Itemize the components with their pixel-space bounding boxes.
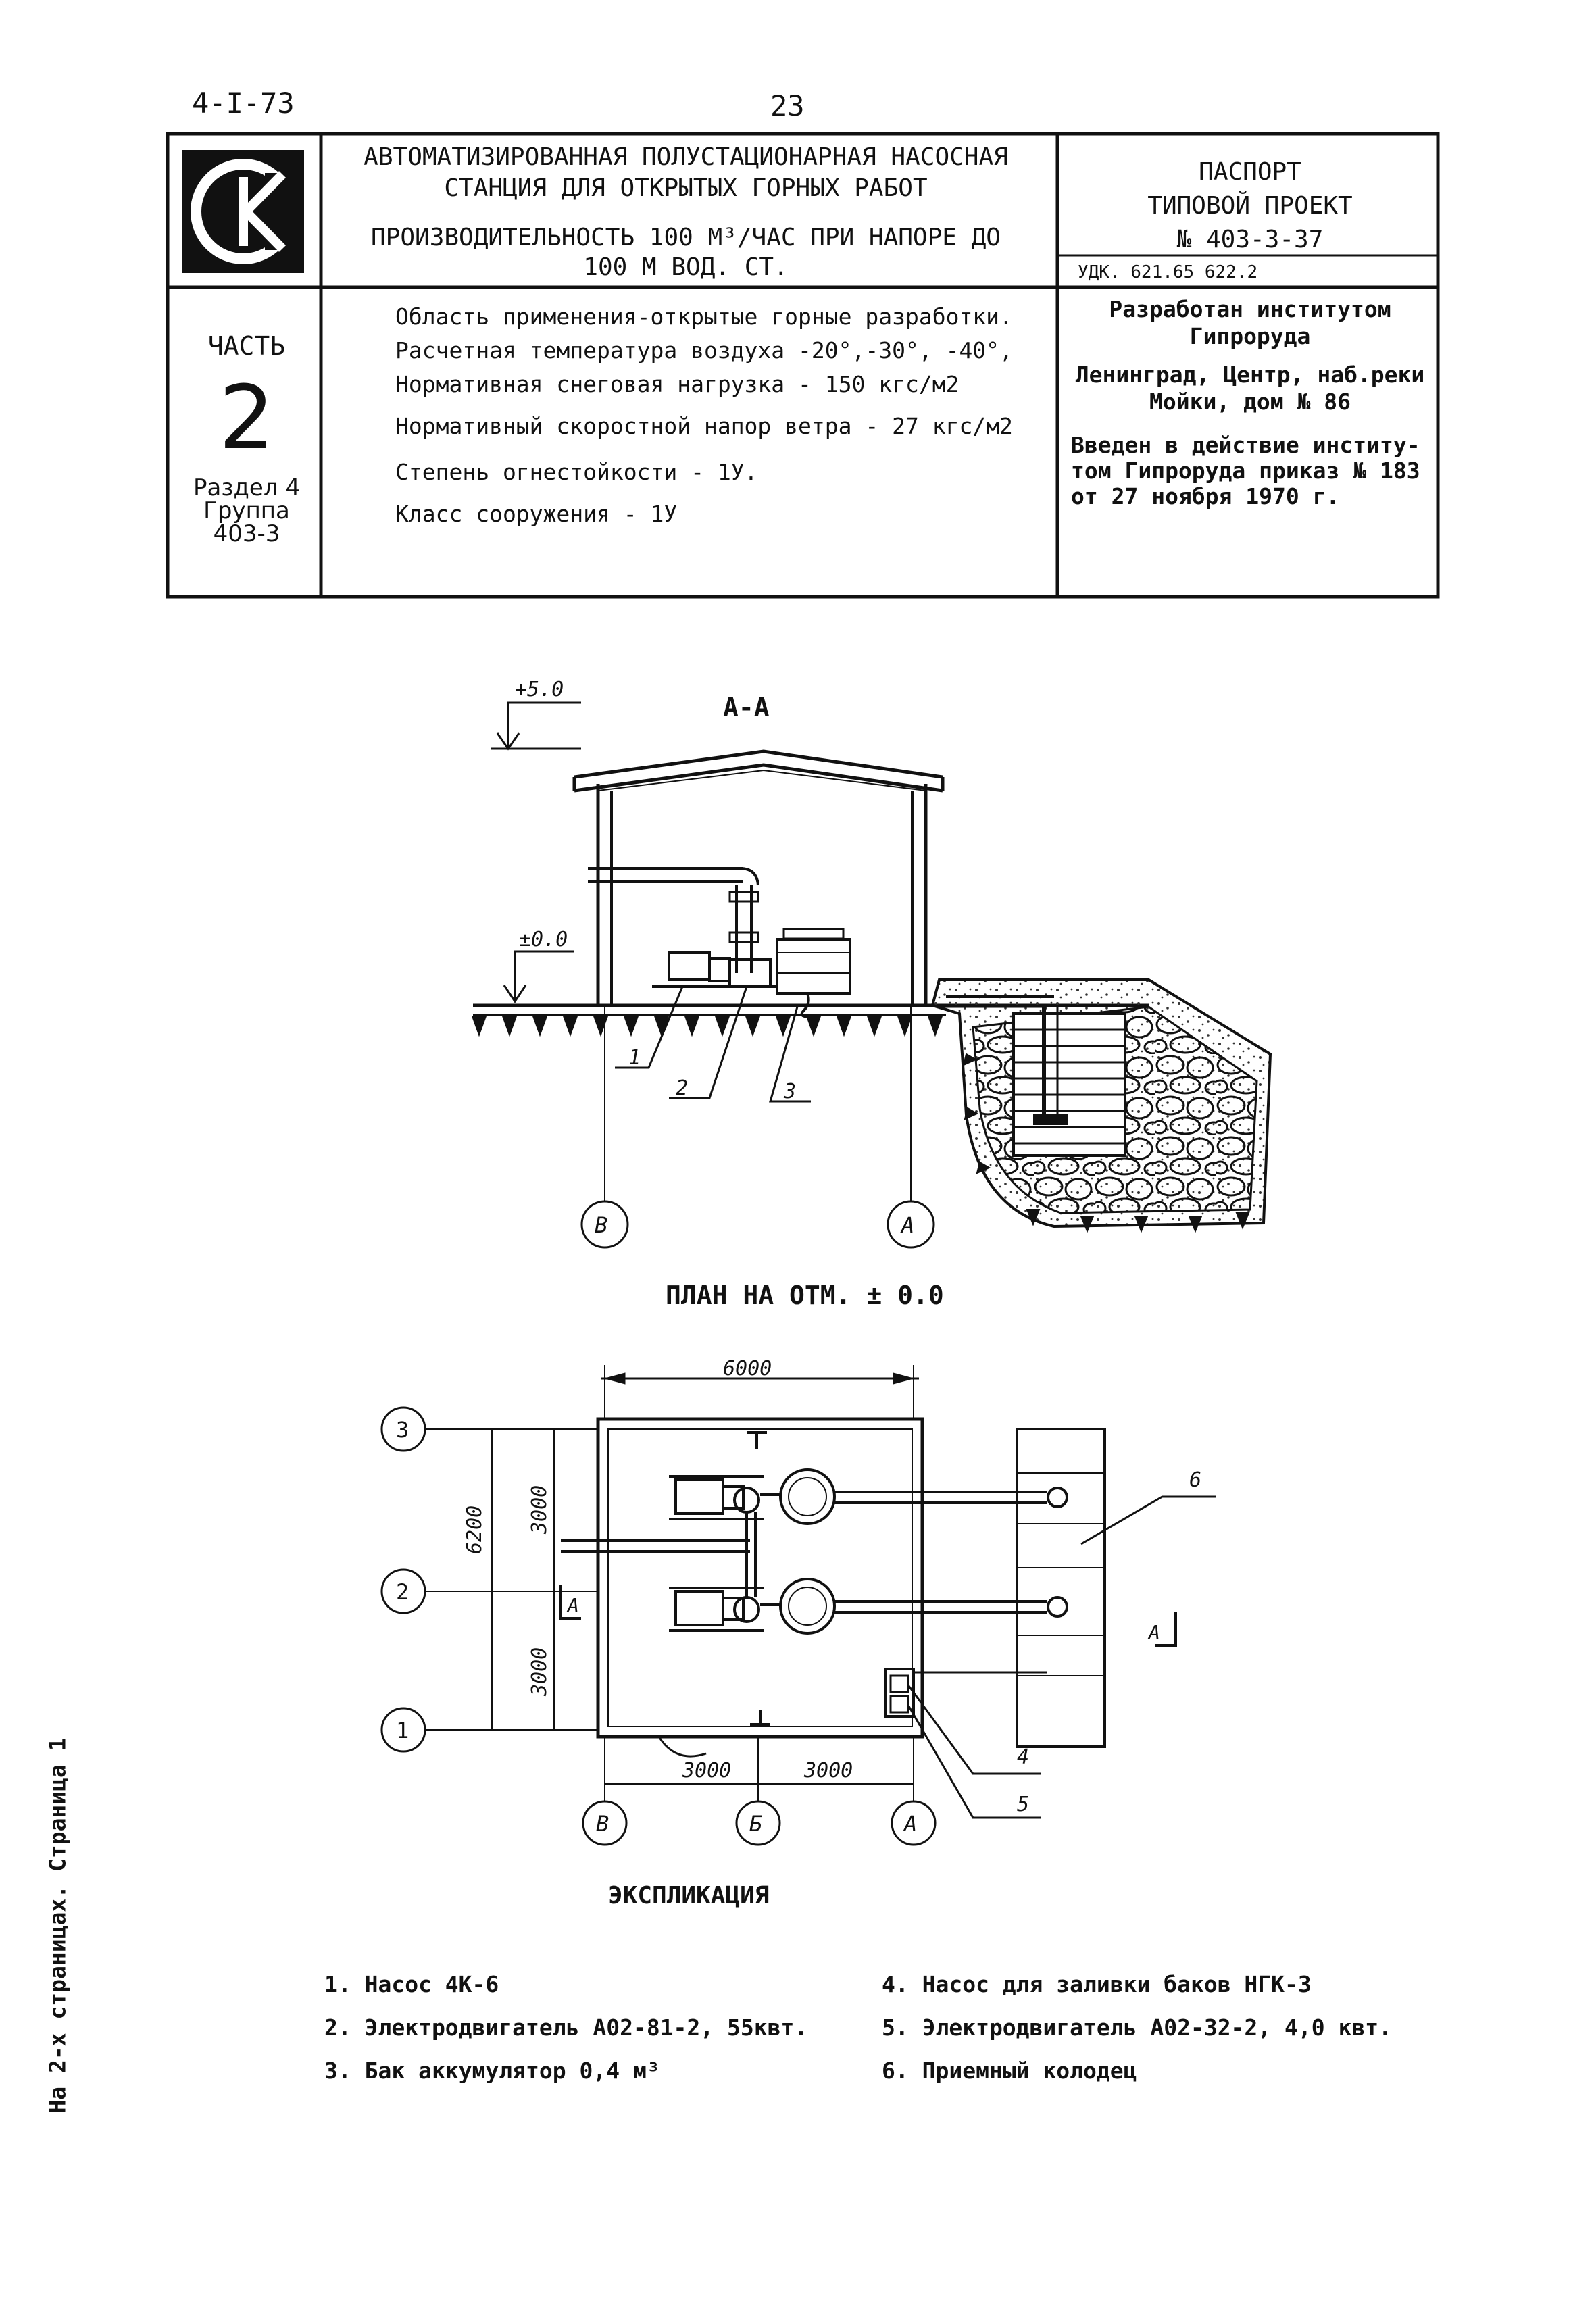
elevation-zero: ±0.0: [519, 928, 568, 951]
leader-3: 3: [783, 1080, 796, 1103]
section-mark-left: А: [566, 1594, 579, 1616]
section-mark-right: А: [1147, 1621, 1160, 1643]
spec-line: Нормативная снеговая нагрузка - 150 кгс/…: [395, 371, 959, 397]
dim-half-top: 3000: [528, 1485, 551, 1535]
specs-list: Область применения-открытые горные разра…: [395, 300, 1013, 531]
intro-line-3: от 27 ноября 1970 г.: [1071, 483, 1340, 509]
dim-bottom-left: 3000: [682, 1759, 731, 1783]
plan-title: ПЛАН НА ОТМ. ± 0.0: [666, 1280, 944, 1310]
udk-code: УДК. 621.65 622.2: [1078, 262, 1258, 282]
dim-half-bottom: 3000: [528, 1647, 551, 1697]
address-block: Ленинград, Центр, наб.реки Мойки, дом № …: [1061, 362, 1439, 416]
row-axis-3: 3: [396, 1417, 409, 1443]
legend-item: 1. Насос 4К-6: [324, 1971, 499, 1997]
dim-height: 6200: [463, 1505, 487, 1554]
passport-block: ПАСПОРТ ТИПОВОЙ ПРОЕКТ № 403-3-37: [1061, 155, 1439, 257]
elevation-top: +5.0: [515, 678, 564, 701]
spec-line: Нормативный скоростной напор ветра - 27 …: [395, 413, 1013, 439]
leader-1: 1: [628, 1046, 641, 1070]
section-label: Раздел 4: [193, 474, 300, 501]
section-view: А-А +5.0: [471, 678, 1272, 1249]
legend-item: 3. Бак аккумулятор 0,4 м³: [324, 2058, 660, 2084]
row-axis-2: 2: [396, 1579, 409, 1605]
group-number: 403-3: [213, 520, 280, 547]
row-axis-1: 1: [396, 1718, 409, 1743]
passport-label: ПАСПОРТ: [1199, 158, 1301, 186]
leader-4: 4: [1017, 1745, 1029, 1769]
developer-block: Разработан институтом Гипроруда: [1061, 296, 1439, 350]
intro-line-2: том Гипроруда приказ № 183: [1071, 457, 1420, 484]
legend-title: ЭКСПЛИКАЦИЯ: [608, 1882, 770, 1910]
part-label: ЧАСТЬ: [207, 331, 286, 361]
passport-number: № 403-3-37: [1176, 226, 1324, 253]
group-label: Группа: [203, 497, 290, 524]
title-line-1: АВТОМАТИЗИРОВАННАЯ ПОЛУСТАЦИОНАРНАЯ НАСО…: [364, 143, 1008, 171]
spec-line: Расчетная температура воздуха -20°,-30°,…: [395, 337, 1013, 364]
developer-line-2: Гипроруда: [1189, 323, 1311, 349]
developer-line-1: Разработан институтом: [1109, 296, 1391, 322]
well-hatching: [962, 1053, 1250, 1233]
legend-item: 2. Электродвигатель А02-81-2, 55квт.: [324, 2014, 808, 2041]
pump-unit-upper: [669, 1468, 1068, 1525]
legend-left: 1. Насос 4К-6 2. Электродвигатель А02-81…: [324, 1963, 807, 2093]
leader-2: 2: [676, 1076, 688, 1100]
section-axis-v: В: [595, 1212, 607, 1238]
intro-line-1: Введен в действие институ-: [1071, 432, 1420, 458]
side-note: На 2-х страницах. Страница 1: [44, 1737, 71, 2114]
spec-line: Класс сооружения - 1У: [395, 501, 678, 527]
sheet-code: 4-I-73: [192, 86, 295, 120]
title-block-title: АВТОМАТИЗИРОВАННАЯ ПОЛУСТАЦИОНАРНАЯ НАСО…: [324, 142, 1047, 204]
spec-line: Область применения-открытые горные разра…: [395, 303, 1013, 330]
col-axis-b: Б: [749, 1811, 762, 1837]
leader-6: 6: [1189, 1468, 1201, 1492]
title-block-subtitle: ПРОИЗВОДИТЕЛЬНОСТЬ 100 М³/ЧАС ПРИ НАПОРЕ…: [324, 223, 1047, 282]
dim-bottom-right: 3000: [803, 1759, 853, 1783]
legend-item: 6. Приемный колодец: [882, 2058, 1137, 2084]
title-block-frame: [166, 132, 1440, 599]
dim-total: 6000: [723, 1357, 772, 1380]
subtitle-line-1: ПРОИЗВОДИТЕЛЬНОСТЬ 100 М³/ЧАС ПРИ НАПОРЕ…: [371, 224, 1001, 251]
address-line-1: Ленинград, Центр, наб.реки: [1075, 362, 1425, 388]
section-title: А-А: [723, 693, 770, 722]
ground-hatching: [471, 1016, 943, 1037]
logo: [182, 150, 304, 273]
title-line-2: СТАНЦИЯ ДЛЯ ОТКРЫТЫХ ГОРНЫХ РАБОТ: [444, 174, 928, 202]
legend-item: 5. Электродвигатель А02-32-2, 4,0 квт.: [882, 2014, 1392, 2041]
page-number: 23: [770, 89, 805, 122]
section-axis-a: А: [900, 1212, 914, 1238]
legend-right: 4. Насос для заливки баков НГК-3 5. Элек…: [882, 1963, 1392, 2093]
col-axis-a: А: [903, 1811, 917, 1837]
introduction-block: Введен в действие институ- том Гипроруда…: [1071, 432, 1449, 509]
part-number: 2: [218, 366, 275, 469]
address-line-2: Мойки, дом № 86: [1149, 389, 1351, 415]
pump-unit-lower: [669, 1578, 1068, 1635]
col-axis-v: В: [596, 1811, 609, 1837]
legend-item: 4. Насос для заливки баков НГК-3: [882, 1971, 1312, 1997]
leader-5: 5: [1017, 1793, 1029, 1816]
section-group: Раздел 4 Группа 403-3: [169, 476, 324, 545]
spec-line: Степень огнестойкости - 1У.: [395, 459, 758, 485]
subtitle-line-2: 100 М ВОД. СТ.: [583, 253, 789, 281]
plan-view: ПЛАН НА ОТМ. ± 0.0 6000 6200 3000 3000 3…: [380, 1280, 1216, 1846]
passport-type: ТИПОВОЙ ПРОЕКТ: [1147, 192, 1353, 220]
